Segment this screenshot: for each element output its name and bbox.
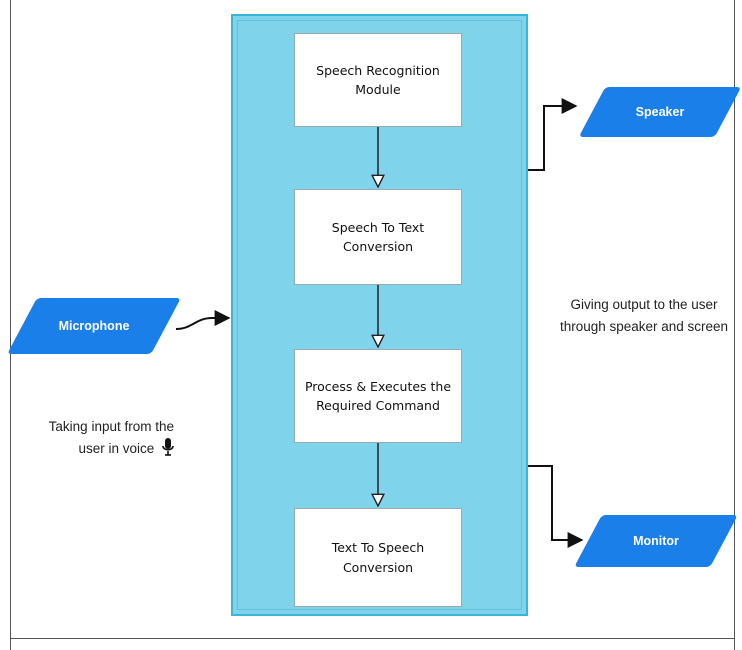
frame-border-right [734,0,735,650]
monitor-node: Monitor [588,515,724,567]
frame-border-left [10,0,11,650]
microphone-node: Microphone [22,298,166,354]
output-note: Giving output to the user through speake… [552,294,736,337]
stage-speech-to-text-box: Speech To Text Conversion [294,189,462,285]
processing-container-inner-border [237,20,522,610]
stage-process-command-box: Process & Executes the Required Command [294,349,462,443]
monitor-node-label: Monitor [633,534,679,548]
microphone-to-container-arrow [175,310,231,330]
stage-speech-recognition-label: Speech Recognition Module [316,62,440,97]
stage-text-to-speech-label: Text To Speech Conversion [331,540,425,575]
input-note-text: Taking input from the user in voice [48,419,174,456]
microphone-node-label: Microphone [58,319,130,333]
container-to-monitor-arrow [528,465,584,548]
frame-border-bottom [10,638,735,639]
input-note: Taking input from the user in voice [26,416,174,459]
speaker-node-label: Speaker [635,105,685,119]
stage-text-to-speech-box: Text To Speech Conversion [294,508,462,607]
stage-speech-recognition-box: Speech Recognition Module [294,33,462,127]
output-note-text: Giving output to the user through speake… [559,297,729,334]
stage-speech-to-text-label: Speech To Text Conversion [331,219,425,254]
speaker-node: Speaker [592,87,728,137]
microphone-icon [162,437,174,456]
container-to-speaker-arrow [528,98,578,171]
stage-process-command-label: Process & Executes the Required Command [304,378,452,413]
